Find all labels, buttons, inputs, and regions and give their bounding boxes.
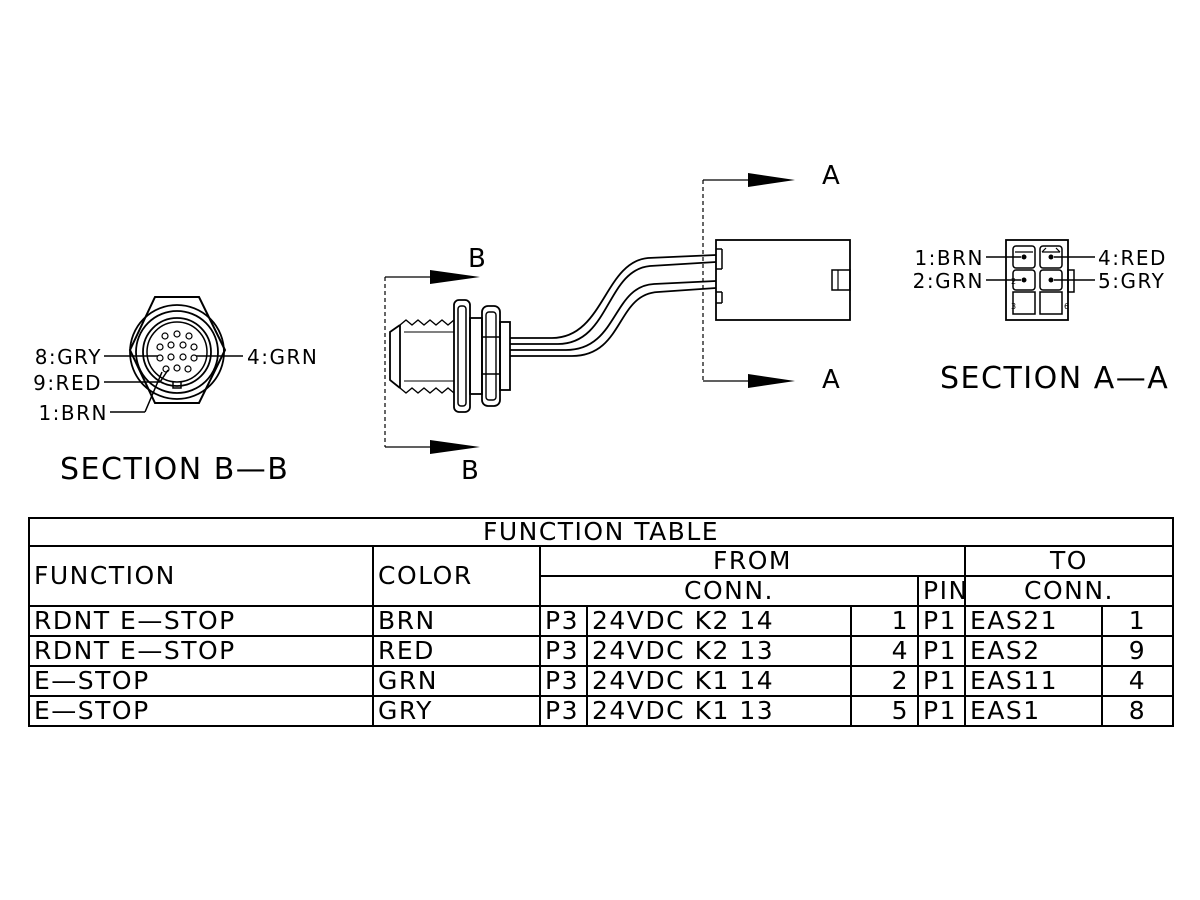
- cell-to-conn: EAS21: [964, 605, 1103, 637]
- aa-label-5-gry: 5:GRY: [1098, 269, 1165, 293]
- bulkhead-receptacle: [389, 299, 511, 413]
- cell-color: GRN: [372, 665, 541, 697]
- cell-to-conn: EAS2: [964, 635, 1103, 667]
- cut-line-aa: A A: [702, 161, 841, 395]
- cell-to-pin: 9: [1101, 635, 1174, 667]
- cell-from-pin: 1: [850, 605, 919, 637]
- table-header-row-1: FUNCTION COLOR FROM TO: [28, 545, 1174, 607]
- section-aa-view: 2 3 6 1:BRN 2:GRN 4:RED 5:GRY SECTION A—…: [913, 239, 1169, 396]
- cell-from-conn: 24VDC K2 14: [586, 605, 852, 637]
- bb-label-8-gry: 8:GRY: [35, 345, 102, 369]
- cell-to-conn: EAS1: [964, 695, 1103, 727]
- cell-from-conn: 24VDC K1 13: [586, 695, 852, 727]
- header-to: TO: [964, 545, 1174, 577]
- cell-to-id: P1: [917, 665, 966, 697]
- cell-function: RDNT E—STOP: [28, 635, 374, 667]
- header-color: COLOR: [372, 545, 541, 607]
- cell-from-pin: 2: [850, 665, 919, 697]
- section-bb-title: SECTION B—B: [60, 452, 289, 487]
- header-to-conn: CONN.: [964, 575, 1174, 607]
- bb-label-1-brn: 1:BRN: [38, 401, 108, 425]
- table-title-row: FUNCTION TABLE: [28, 517, 1174, 547]
- aa-label-4-red: 4:RED: [1098, 246, 1167, 270]
- rectangular-connector: [715, 239, 851, 321]
- cell-color: RED: [372, 635, 541, 667]
- bb-pin-holes: [156, 330, 198, 373]
- cell-from-pin: 5: [850, 695, 919, 727]
- cell-from-id: P3: [539, 605, 588, 637]
- cell-from-id: P3: [539, 695, 588, 727]
- cell-to-id: P1: [917, 635, 966, 667]
- cell-from-id: P3: [539, 635, 588, 667]
- cut-line-bb: B B: [384, 244, 487, 486]
- function-table-title: FUNCTION TABLE: [28, 517, 1174, 547]
- aa-label-2-grn: 2:GRN: [913, 269, 984, 293]
- table-row: RDNT E—STOP BRN P3 24VDC K2 14 1 P1 EAS2…: [28, 605, 1174, 637]
- function-table: FUNCTION TABLE FUNCTION COLOR FROM TO CO…: [28, 517, 1174, 727]
- cell-function: RDNT E—STOP: [28, 605, 374, 637]
- cell-from-conn: 24VDC K2 13: [586, 635, 852, 667]
- cell-from-pin: 4: [850, 635, 919, 667]
- table-header-row-2: CONN. PIN CONN. PIN: [29, 575, 1174, 607]
- wire-harness: [510, 254, 717, 357]
- cell-to-conn: EAS11: [964, 665, 1103, 697]
- cell-function: E—STOP: [28, 665, 374, 697]
- cell-to-id: P1: [917, 605, 966, 637]
- aa-pin-number-2: 2: [1011, 277, 1018, 286]
- cut-label-b-bottom: B: [461, 456, 480, 486]
- cell-to-pin: 8: [1101, 695, 1174, 727]
- cut-label-a-bottom: A: [822, 365, 841, 395]
- aa-pin-number-3: 3: [1011, 302, 1018, 311]
- cell-function: E—STOP: [28, 695, 374, 727]
- cell-from-id: P3: [539, 665, 588, 697]
- section-bb-view: 8:GRY 9:RED 1:BRN 4:GRN SECTION B—B: [33, 296, 318, 487]
- aa-label-1-brn: 1:BRN: [914, 246, 984, 270]
- aa-pin-number-6: 6: [1064, 302, 1071, 311]
- header-from-conn: CONN.: [539, 575, 919, 607]
- cell-from-conn: 24VDC K1 14: [586, 665, 852, 697]
- cut-label-b-top: B: [468, 244, 487, 274]
- table-row: E—STOP GRY P3 24VDC K1 13 5 P1 EAS1 8: [28, 695, 1174, 727]
- cell-to-id: P1: [917, 695, 966, 727]
- table-row: E—STOP GRN P3 24VDC K1 14 2 P1 EAS11 4: [28, 665, 1174, 697]
- header-function: FUNCTION: [28, 545, 374, 607]
- table-row: RDNT E—STOP RED P3 24VDC K2 13 4 P1 EAS2…: [28, 635, 1174, 667]
- cell-to-pin: 4: [1101, 665, 1174, 697]
- cut-label-a-top: A: [822, 161, 841, 191]
- section-aa-title: SECTION A—A: [940, 361, 1169, 396]
- bb-label-9-red: 9:RED: [33, 371, 102, 395]
- header-from-pin: PIN: [917, 575, 966, 607]
- bb-label-4-grn: 4:GRN: [247, 345, 318, 369]
- cell-to-pin: 1: [1101, 605, 1174, 637]
- cell-color: GRY: [372, 695, 541, 727]
- cell-color: BRN: [372, 605, 541, 637]
- header-from: FROM: [539, 545, 966, 577]
